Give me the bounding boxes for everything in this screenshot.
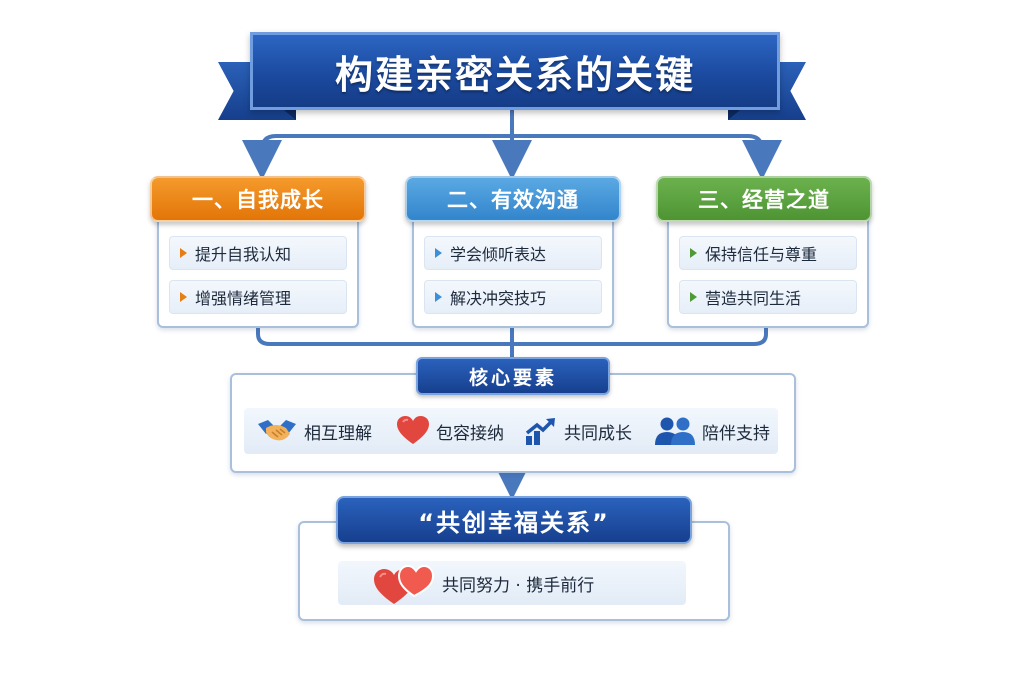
core-item-support: 陪伴支持 bbox=[654, 412, 770, 450]
branch-item: 提升自我认知 bbox=[169, 236, 347, 270]
branch-item-label: 学会倾听表达 bbox=[450, 245, 547, 264]
branch-item: 营造共同生活 bbox=[679, 280, 857, 314]
branch-item: 学会倾听表达 bbox=[424, 236, 602, 270]
bullet-triangle-icon bbox=[180, 248, 187, 258]
bullet-triangle-icon bbox=[435, 292, 442, 302]
conclusion-item: 共同努力 · 携手前行 bbox=[372, 559, 594, 607]
people-icon bbox=[655, 417, 695, 445]
branch-item-label: 解决冲突技巧 bbox=[450, 289, 547, 308]
conclusion-header: “共创幸福关系” bbox=[336, 496, 692, 544]
bullet-triangle-icon bbox=[180, 292, 187, 302]
branch-item: 增强情绪管理 bbox=[169, 280, 347, 314]
handshake-icon bbox=[258, 420, 296, 441]
branch-item-label: 增强情绪管理 bbox=[195, 289, 292, 308]
core-item-label: 相互理解 bbox=[304, 423, 372, 444]
branch-header-self-growth: 一、自我成长 bbox=[150, 176, 366, 222]
branch-box-communication: 学会倾听表达 解决冲突技巧 bbox=[412, 206, 614, 328]
bullet-triangle-icon bbox=[690, 292, 697, 302]
branch-item: 解决冲突技巧 bbox=[424, 280, 602, 314]
branch-header-management: 三、经营之道 bbox=[656, 176, 872, 222]
bullet-triangle-icon bbox=[435, 248, 442, 258]
branch-item: 保持信任与尊重 bbox=[679, 236, 857, 270]
branch-item-label: 保持信任与尊重 bbox=[705, 245, 818, 264]
connector-split-right bbox=[512, 134, 782, 180]
page-title: 构建亲密关系的关键 bbox=[334, 52, 695, 97]
branch-item-label: 提升自我认知 bbox=[195, 245, 292, 264]
core-item-understanding: 相互理解 bbox=[256, 412, 372, 450]
connector-join-right bbox=[512, 324, 768, 346]
bullet-triangle-icon bbox=[690, 248, 697, 258]
connector-join-left bbox=[256, 324, 512, 346]
branch-box-self-growth: 提升自我认知 增强情绪管理 bbox=[157, 206, 359, 328]
double-heart-icon bbox=[374, 564, 434, 604]
heart-icon bbox=[397, 416, 429, 444]
connector-split-left bbox=[242, 134, 512, 180]
branch-item-label: 营造共同生活 bbox=[705, 289, 802, 308]
conclusion-item-label: 共同努力 · 携手前行 bbox=[442, 575, 595, 596]
core-item-label: 陪伴支持 bbox=[702, 423, 770, 444]
core-elements-strip bbox=[244, 408, 778, 454]
title-ribbon: 构建亲密关系的关键 bbox=[250, 32, 780, 110]
branch-box-management: 保持信任与尊重 营造共同生活 bbox=[667, 206, 869, 328]
growth-arrow-icon bbox=[525, 418, 555, 445]
branch-header-communication: 二、有效沟通 bbox=[405, 176, 621, 222]
core-elements-header: 核心要素 bbox=[416, 357, 610, 395]
core-item-label: 共同成长 bbox=[564, 423, 632, 444]
core-item-acceptance: 包容接纳 bbox=[396, 412, 504, 450]
core-item-growth: 共同成长 bbox=[524, 412, 632, 450]
core-item-label: 包容接纳 bbox=[436, 423, 504, 444]
